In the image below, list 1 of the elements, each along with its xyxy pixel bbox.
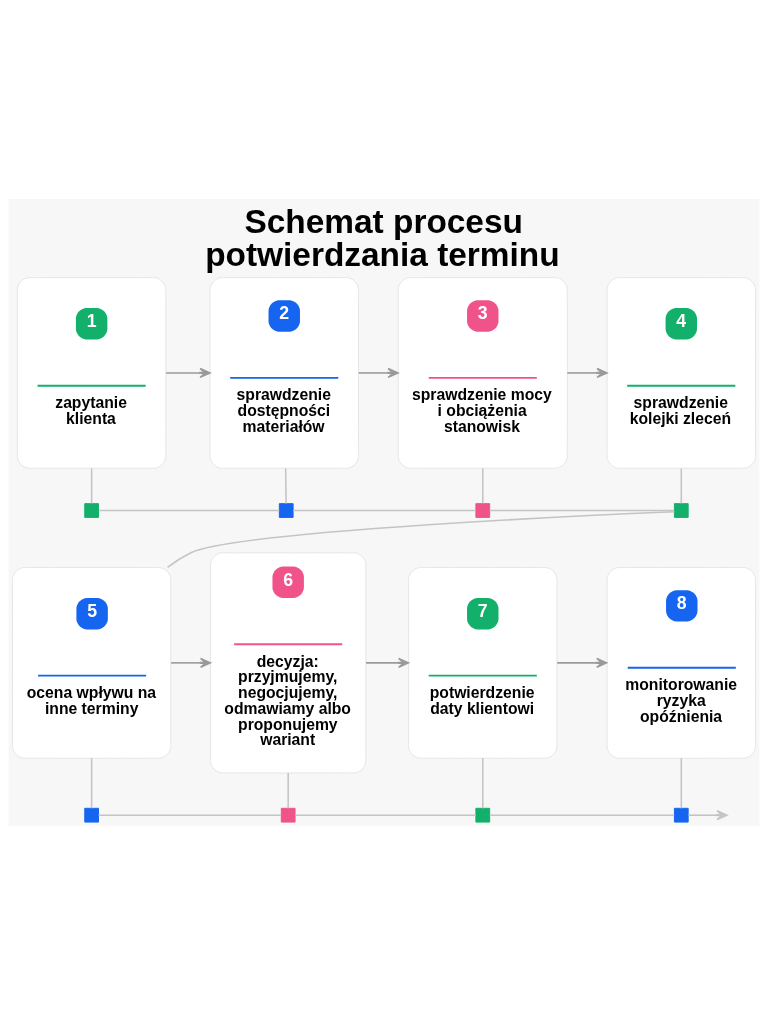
diagram-title: Schemat procesu potwierdzania terminu bbox=[205, 202, 560, 273]
